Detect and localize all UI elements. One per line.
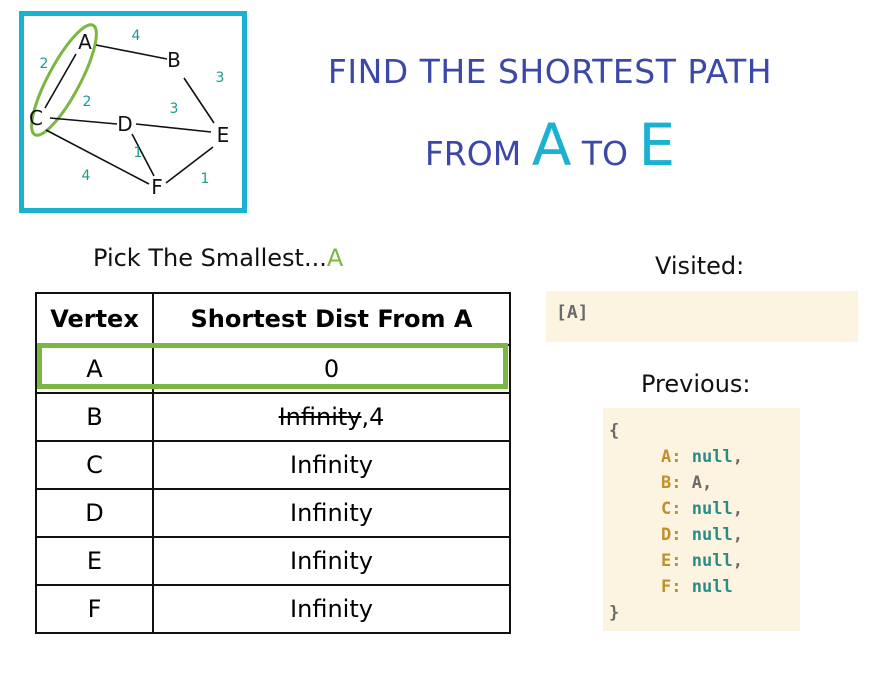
previous-label: Previous: [641,370,751,398]
distance-value: Infinity [290,499,373,527]
node-f: F [151,175,163,199]
previous-entry: B: A, [661,473,713,493]
vertex-cell: F [35,584,154,634]
page-title-line2: FROM A TO E [300,116,800,174]
previous-entry: F: null [661,577,733,597]
graph-frame: 4 2 3 2 4 3 1 1 A B C D E F [19,11,247,213]
header-vertex: Vertex [35,292,154,346]
previous-code-box: { A: null, B: A, C: null, D: null, E: nu… [603,408,800,631]
graph-diagram: 4 2 3 2 4 3 1 1 A B C D E F [29,23,230,199]
title-from: FROM [424,134,522,173]
distance-cell: Infinity,4 [152,392,511,442]
edge-weight-d-e: 3 [170,101,179,117]
edge-b-e [183,77,215,124]
edge-weight-b-e: 3 [216,70,225,86]
distance-cell: Infinity [152,536,511,586]
edge-highlight [30,23,98,137]
open-brace: { [609,421,620,441]
visited-label: Visited: [655,252,745,280]
node-a: A [78,30,92,54]
vertex-cell: E [35,536,154,586]
edge-weight-f-e: 1 [201,171,210,187]
previous-entry: A: null, [661,447,743,467]
distance-cell: Infinity [152,440,511,490]
table-row: F Infinity [35,584,511,634]
edge-a-b [95,44,168,60]
vertex-cell: D [35,488,154,538]
current-row-highlight [37,343,508,389]
old-distance: Infinity [278,403,362,431]
node-b: B [167,48,181,72]
edge-d-e [135,123,212,133]
table-row: B Infinity,4 [35,392,511,442]
edge-a-c [44,53,77,109]
table-header-row: Vertex Shortest Dist From A [35,292,511,346]
edge-weight-a-b: 4 [132,28,141,44]
page-title-line1: FIND THE SHORTEST PATH [327,52,773,91]
table-row: D Infinity [35,488,511,538]
edge-c-f [45,129,150,185]
edge-weight-c-d: 2 [83,94,92,110]
title-to: TO [581,134,629,173]
distance-value: Infinity [290,547,373,575]
node-e: E [217,123,230,147]
pick-instruction: Pick The Smallest...A [93,244,343,272]
distance-table: Vertex Shortest Dist From A A 0 B Infini… [35,292,511,634]
edge-c-d [49,117,118,125]
header-distance: Shortest Dist From A [152,292,511,346]
title-end-node: E [638,111,676,179]
pick-node: A [326,244,344,272]
edge-f-e [165,146,214,184]
distance-value: 0 [323,355,340,383]
node-c: C [29,106,43,130]
pick-text: Pick The Smallest... [93,244,327,272]
edge-weight-c-f: 4 [82,168,91,184]
distance-value: Infinity [290,451,373,479]
node-d: D [117,112,132,136]
vertex-cell: B [35,392,154,442]
edge-weight-a-c: 2 [40,56,49,72]
vertex-cell: C [35,440,154,490]
distance-cell: Infinity [152,488,511,538]
edge-weight-d-f: 1 [134,145,143,161]
title-start-node: A [531,111,572,179]
edge-d-f [131,133,155,177]
distance-cell: Infinity [152,584,511,634]
previous-entry: E: null, [661,551,743,571]
previous-entry: C: null, [661,499,743,519]
previous-entry: D: null, [661,525,743,545]
table-row: E Infinity [35,536,511,586]
distance-value: ,4 [361,403,385,431]
close-brace: } [609,603,620,623]
visited-code-box: [A] [546,291,858,342]
table-row: C Infinity [35,440,511,490]
distance-value: Infinity [290,595,373,623]
